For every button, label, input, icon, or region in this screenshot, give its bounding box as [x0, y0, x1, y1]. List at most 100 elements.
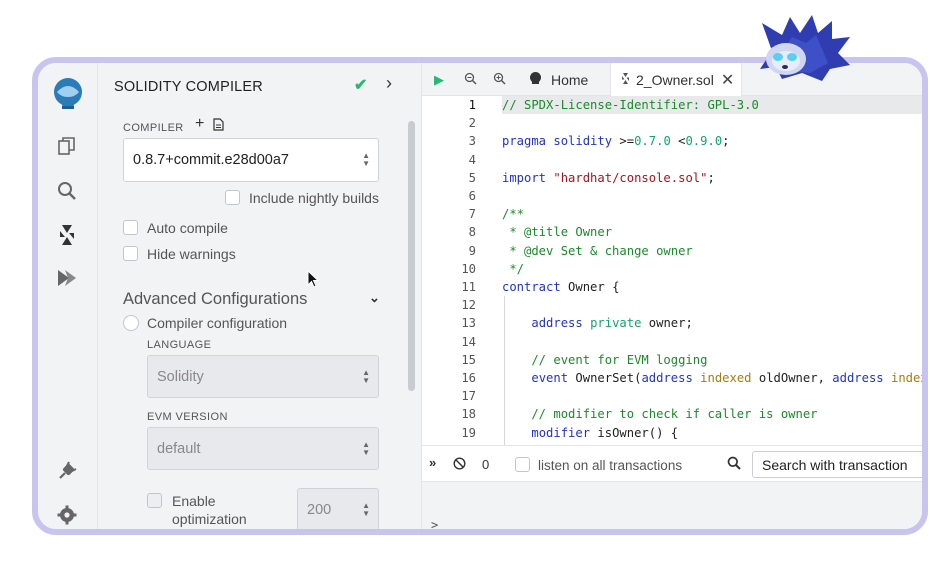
search-icon	[727, 456, 741, 475]
language-value: Solidity	[157, 368, 204, 385]
plugin-manager-icon[interactable]	[52, 456, 82, 486]
tab-home[interactable]: Home	[518, 63, 610, 96]
code-line: event OwnerSet(address indexed oldOwner,…	[531, 371, 922, 385]
indent-guide	[504, 296, 505, 445]
line-number: 7	[468, 207, 476, 222]
line-number: 2	[468, 116, 476, 131]
side-panel-scrollbar[interactable]	[408, 121, 415, 391]
search-icon[interactable]	[52, 176, 82, 206]
chevron-down-icon[interactable]: ⌄	[369, 290, 380, 305]
chevron-right-icon[interactable]: ›	[386, 73, 392, 93]
enable-optimization-checkbox[interactable]	[147, 493, 162, 508]
remix-ide-window: SOLIDITY COMPILER ✔ › COMPILER + 0.8.7+c…	[32, 57, 928, 535]
line-number: 9	[468, 243, 476, 258]
code-line: * @dev Set & change owner	[502, 243, 693, 258]
zoom-out-icon[interactable]	[464, 72, 477, 88]
solidity-compiler-icon[interactable]	[52, 220, 82, 250]
code-line: * @title Owner	[502, 225, 613, 240]
listen-all-transactions-label: listen on all transactions	[538, 458, 683, 473]
select-arrows-icon: ▲▼	[362, 500, 370, 518]
advanced-configurations-title[interactable]: Advanced Configurations	[123, 290, 308, 308]
line-number: 4	[468, 152, 476, 167]
clear-console-icon[interactable]	[453, 457, 466, 475]
code-line: import "hardhat/console.sol";	[502, 170, 715, 185]
line-number: 6	[468, 189, 476, 203]
code-line: modifier isOwner() {	[531, 425, 679, 440]
tab-2-owner-sol[interactable]: 2_Owner.sol ✕	[610, 63, 742, 96]
line-number: 16	[461, 371, 476, 385]
compiler-label: COMPILER	[123, 122, 184, 134]
evm-version-label: EVM VERSION	[147, 411, 228, 423]
checkmark-icon: ✔	[354, 77, 368, 94]
line-number: 14	[461, 334, 476, 349]
line-number: 17	[461, 389, 476, 404]
language-label: LANGUAGE	[147, 339, 212, 351]
optimization-runs-input[interactable]: 200 ▲▼	[297, 488, 379, 529]
current-line-highlight	[502, 96, 922, 115]
editor-tab-bar: ▶ Home 2_Owner.sol ✕	[422, 63, 922, 96]
select-arrows-icon: ▲▼	[362, 367, 370, 385]
code-line: */	[502, 261, 525, 276]
file-explorer-icon[interactable]	[52, 131, 82, 161]
compiler-version-select[interactable]: 0.8.7+commit.e28d00a7 ▲▼	[123, 138, 379, 182]
solidity-file-icon	[621, 72, 630, 88]
compiler-configuration-label: Compiler configuration	[147, 315, 288, 331]
run-script-icon[interactable]: ▶	[434, 72, 444, 87]
code-line: contract Owner {	[502, 280, 620, 294]
line-number: 18	[461, 407, 476, 422]
code-line: /**	[502, 207, 525, 222]
auto-compile-label: Auto compile	[147, 220, 228, 236]
include-nightly-label: Include nightly builds	[249, 190, 379, 206]
terminal-toolbar: » 0 listen on all transactions Search wi…	[422, 445, 922, 482]
pending-transactions-count: 0	[482, 457, 490, 472]
evm-version-select[interactable]: default ▲▼	[147, 427, 379, 470]
add-compiler-icon[interactable]: +	[195, 115, 205, 132]
remix-logo-icon[interactable]	[49, 75, 87, 113]
hide-warnings-label: Hide warnings	[147, 246, 236, 262]
line-number: 11	[461, 280, 476, 294]
close-tab-icon[interactable]: ✕	[720, 71, 735, 89]
remix-home-icon	[528, 71, 543, 89]
hedgehog-mascot-image	[752, 13, 852, 81]
deploy-run-icon[interactable]	[52, 263, 82, 293]
collapse-terminal-icon[interactable]: »	[429, 455, 437, 470]
settings-gear-icon[interactable]	[52, 500, 82, 529]
select-arrows-icon: ▲▼	[362, 151, 370, 168]
line-number: 3	[468, 134, 476, 149]
code-line: pragma solidity >=0.7.0 <0.9.0;	[502, 134, 730, 149]
evm-version-value: default	[157, 440, 201, 457]
select-arrows-icon: ▲▼	[362, 439, 370, 457]
code-line: // modifier to check if caller is owner	[502, 407, 818, 422]
auto-compile-checkbox[interactable]	[123, 220, 138, 235]
optimization-runs-value: 200	[307, 501, 332, 518]
include-nightly-checkbox[interactable]	[225, 190, 240, 205]
tab-home-label: Home	[551, 71, 589, 88]
code-line: // SPDX-License-Identifier: GPL-3.0	[502, 98, 759, 112]
terminal-prompt: >	[431, 518, 439, 532]
code-line: // event for EVM logging	[502, 352, 708, 367]
hide-warnings-checkbox[interactable]	[123, 246, 138, 261]
panel-title: SOLIDITY COMPILER	[114, 79, 263, 95]
icon-panel	[38, 63, 98, 529]
line-number: 19	[461, 425, 476, 440]
line-number: 13	[461, 316, 476, 331]
line-number: 10	[461, 261, 476, 276]
listen-all-transactions-checkbox[interactable]	[515, 457, 530, 472]
zoom-in-icon[interactable]	[493, 72, 506, 88]
language-select[interactable]: Solidity ▲▼	[147, 355, 379, 398]
compiler-configuration-radio[interactable]	[123, 315, 139, 331]
code-line: address private owner;	[531, 316, 693, 331]
compiler-version-value: 0.8.7+commit.e28d00a7	[133, 152, 289, 168]
line-number: 1	[468, 98, 476, 112]
document-icon[interactable]	[213, 118, 224, 136]
editor-area: ▶ Home 2_Owner.sol ✕	[422, 63, 922, 529]
enable-optimization-label: Enable optimization	[172, 493, 247, 527]
tab-2-owner-sol-label: 2_Owner.sol	[636, 71, 714, 88]
line-number: 12	[461, 298, 476, 313]
line-number: 8	[468, 225, 476, 240]
solidity-compiler-panel: SOLIDITY COMPILER ✔ › COMPILER + 0.8.7+c…	[98, 63, 422, 529]
terminal-search-input[interactable]: Search with transaction	[752, 451, 922, 478]
line-number: 5	[468, 170, 476, 185]
terminal-output[interactable]: >	[422, 482, 922, 529]
